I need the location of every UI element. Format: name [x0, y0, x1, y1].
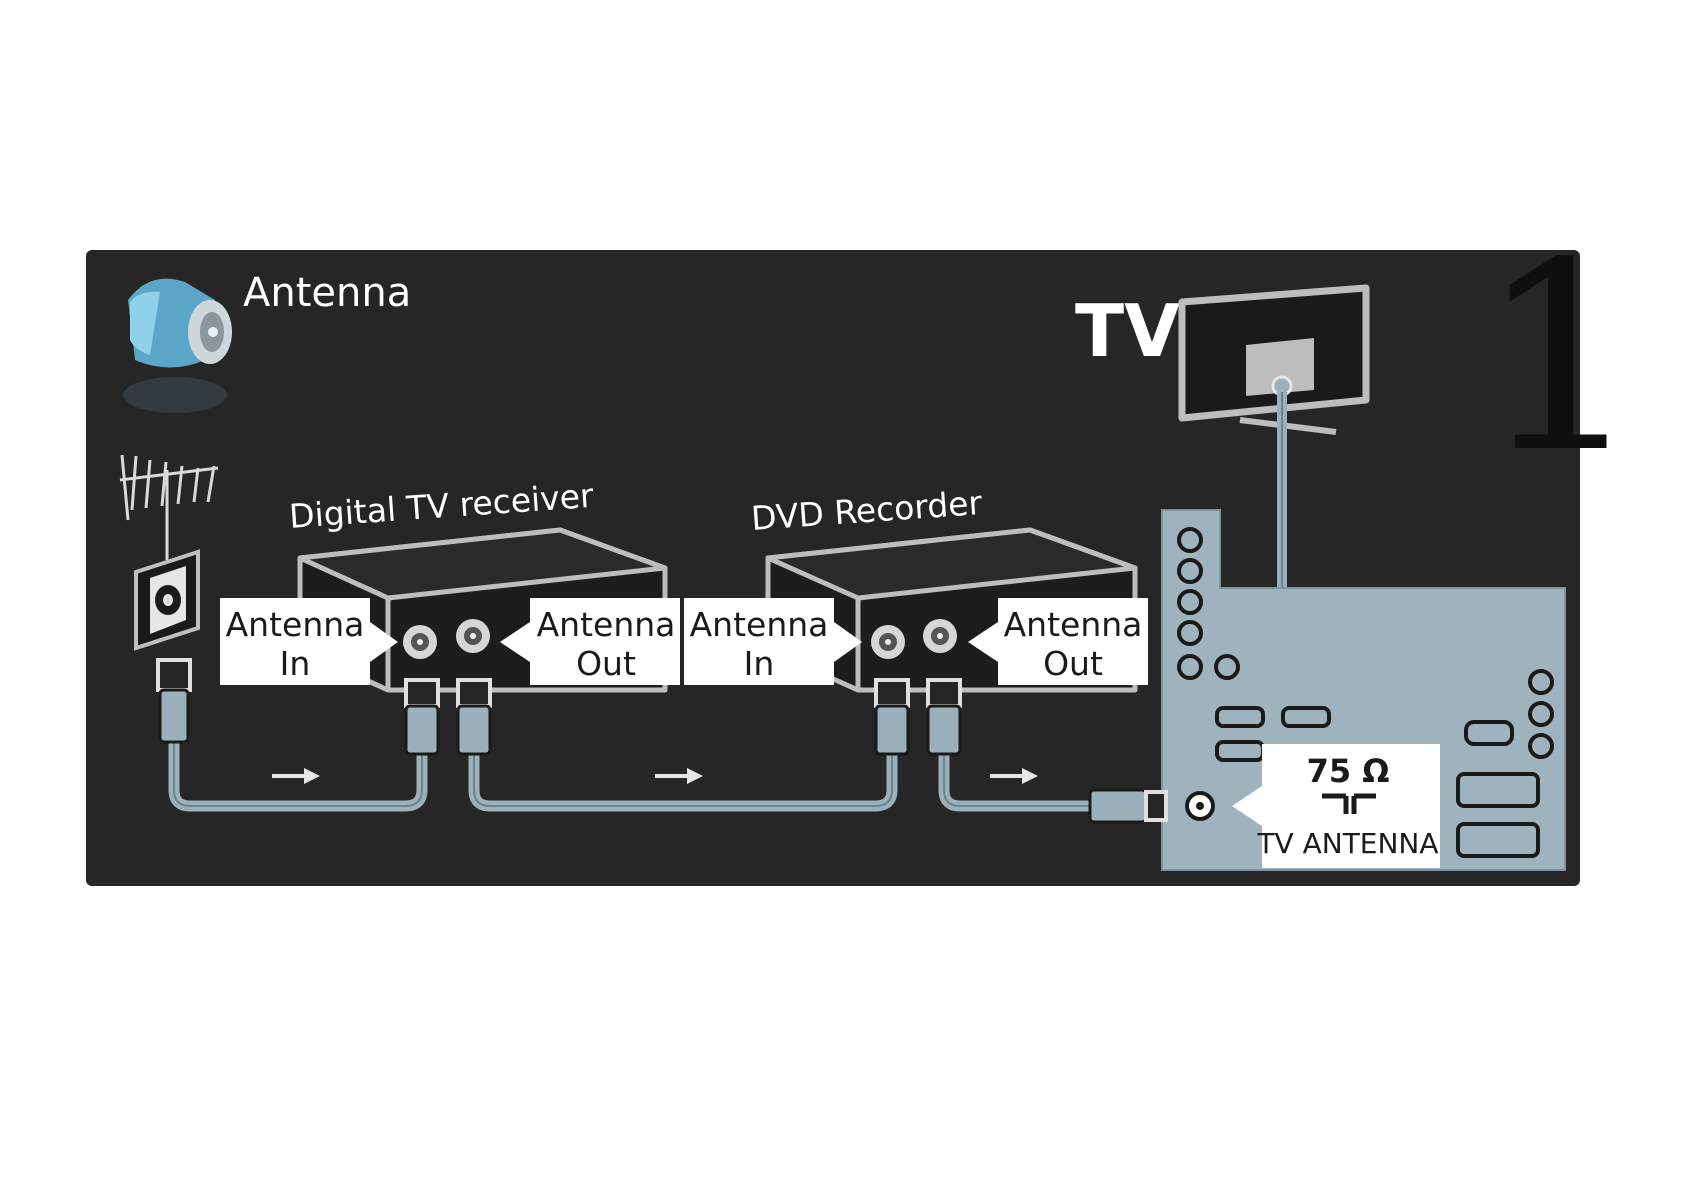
- tv-antenna-jack-callout: 75 Ω TV ANTENNA: [1232, 744, 1440, 868]
- recorder-antenna-out-jack: [923, 619, 957, 653]
- recorder-in-callout: Antenna In: [684, 598, 862, 685]
- wall-socket-icon: [134, 549, 200, 651]
- receiver-out-label-1: Antenna: [537, 605, 676, 644]
- antenna-plug-icon: [123, 278, 232, 413]
- recorder-antenna-in-jack: [871, 625, 905, 659]
- cable-receiver-to-recorder: [468, 730, 898, 812]
- tv-jack-label: TV ANTENNA: [1256, 827, 1438, 860]
- tv-icon: [1178, 284, 1370, 435]
- receiver-out-callout: Antenna Out: [500, 598, 680, 685]
- receiver-out-label-2: Out: [576, 644, 636, 683]
- receiver-in-label-2: In: [280, 644, 311, 683]
- recorder-in-label-2: In: [744, 644, 775, 683]
- cable-recorder-to-tv: [938, 730, 1098, 812]
- receiver-antenna-in-jack: [403, 625, 437, 659]
- coax-symbol-icon: [1322, 793, 1376, 814]
- antenna-mast-icon: [119, 454, 219, 560]
- tv-antenna-input-jack: [1185, 791, 1215, 821]
- tv-label: TV: [1075, 289, 1180, 373]
- recorder-out-callout: Antenna Out: [968, 598, 1148, 685]
- recorder-out-label-1: Antenna: [1004, 605, 1143, 644]
- diagram-title: Antenna: [243, 270, 411, 316]
- recorder-out-label-2: Out: [1043, 644, 1103, 683]
- plugs: [156, 658, 1168, 824]
- page-number: 1: [1478, 208, 1643, 510]
- receiver-in-label-1: Antenna: [226, 605, 365, 644]
- receiver-in-callout: Antenna In: [220, 598, 398, 685]
- receiver-antenna-out-jack: [456, 619, 490, 653]
- arrow-right-icon: [272, 768, 1038, 784]
- recorder-in-label-1: Antenna: [690, 605, 829, 644]
- tv-jack-impedance: 75 Ω: [1307, 752, 1390, 790]
- cable-antenna-to-receiver: [168, 730, 428, 812]
